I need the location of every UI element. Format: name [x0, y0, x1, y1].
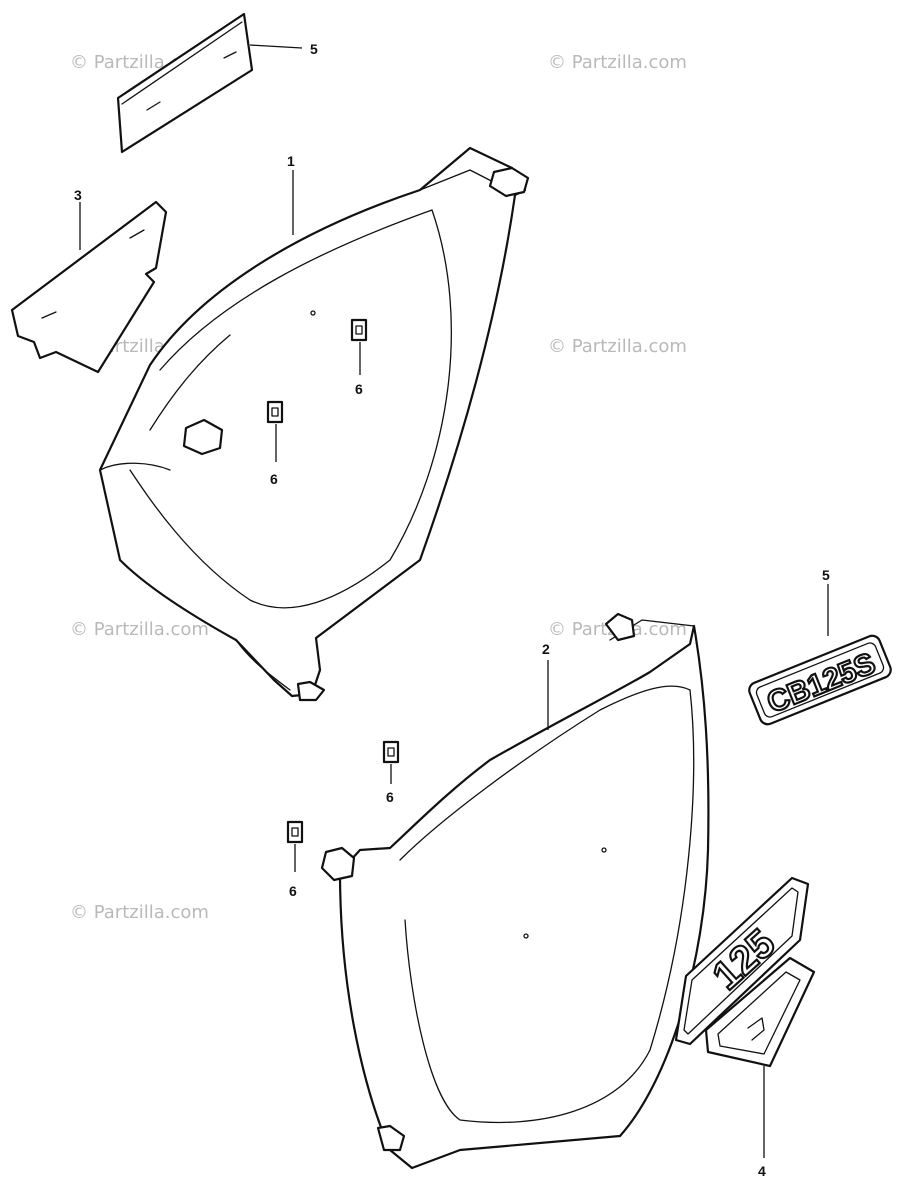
callout-label: 6	[289, 883, 297, 899]
callout-label: 6	[355, 381, 363, 397]
callout-label: 6	[386, 789, 394, 805]
watermark-text: © Partzilla.com	[70, 902, 209, 923]
part-6-clip[interactable]	[286, 820, 304, 844]
part-3-bracket[interactable]	[10, 200, 168, 374]
callout-label: 5	[822, 567, 830, 583]
part-6-clip[interactable]	[382, 740, 400, 764]
callout-label: 5	[310, 41, 318, 57]
callout-label: 6	[270, 471, 278, 487]
part-1-left-side-cover[interactable]	[98, 146, 530, 702]
callout-label: 3	[74, 187, 82, 203]
callout-label: 4	[758, 1163, 766, 1179]
part-2-right-side-cover[interactable]	[320, 612, 710, 1170]
part-6-clip[interactable]	[266, 400, 284, 424]
part-5-plate[interactable]	[116, 12, 254, 154]
callout-label: 2	[542, 641, 550, 657]
watermark-text: © Partzilla.com	[548, 52, 687, 73]
callout-label: 1	[287, 153, 295, 169]
watermark-text: © Partzilla.com	[548, 336, 687, 357]
watermark-text: © Partzilla.com	[70, 619, 209, 640]
part-6-clip[interactable]	[350, 318, 368, 342]
leader-line	[249, 44, 303, 49]
part-5-cb125s-emblem[interactable]: CB125S	[747, 633, 893, 726]
